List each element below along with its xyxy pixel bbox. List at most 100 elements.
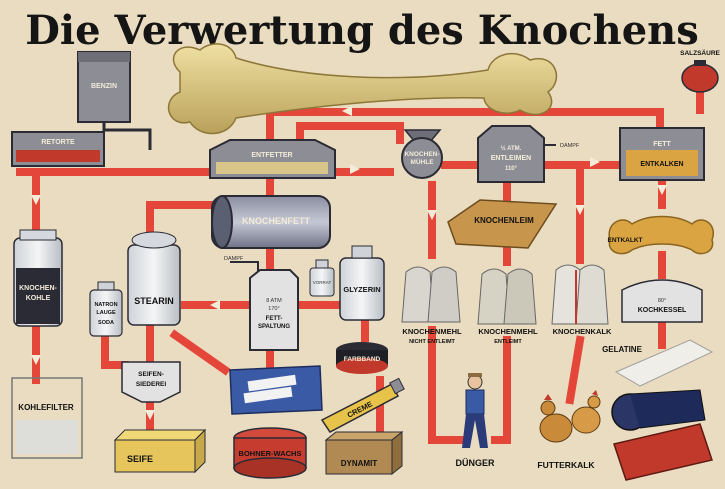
- muehle-label-1: KNOCHEN-: [404, 151, 439, 158]
- pipe-kalk-futterkalk: [565, 335, 585, 405]
- gelatine-sheets: [614, 339, 714, 387]
- arrow-main-2: [590, 157, 600, 167]
- sacks-mehl-nicht-entleimt: [401, 266, 461, 323]
- kochkessel-label-2: KOCHKESSEL: [638, 307, 687, 314]
- seife-label: SEIFE: [127, 454, 153, 464]
- flow-arrows: [31, 106, 667, 420]
- dampf-left-label: DAMPF: [224, 256, 244, 262]
- chickens: [539, 390, 601, 443]
- kochkessel: 80° KOCHKESSEL: [621, 279, 703, 323]
- gelatine-label: GELATINE: [602, 345, 643, 354]
- pipe-mehl2-duenger: [491, 336, 511, 444]
- retorte-oven: RETORTE: [11, 131, 105, 167]
- entkalken-label-1: FETT: [653, 141, 671, 148]
- pipe-top: [266, 108, 664, 146]
- knochenleim-label: KNOCHENLEIM: [474, 216, 534, 225]
- kochkessel-label-1: 80°: [658, 298, 666, 304]
- spaltung-label-4: SPALTUNG: [258, 324, 290, 330]
- pipe-mehl-duenger: [428, 326, 469, 444]
- pipe-stearin-bohnerwachs: [169, 329, 231, 376]
- entkalken-vat: FETT ENTKALKEN: [619, 127, 705, 181]
- knochenmehl1-label-1: KNOCHENMEHL: [402, 327, 462, 336]
- glyzerin-bottle: GLYZERIN: [339, 245, 385, 321]
- spaltung-label-1: 8 ATM: [266, 298, 282, 304]
- dynamit-crate: DYNAMIT: [324, 430, 404, 476]
- entkalken-label-2: ENTKALKEN: [640, 161, 683, 168]
- knochenmehl2-label-1: KNOCHENMEHL: [478, 327, 538, 336]
- arrow-down-mehl: [427, 210, 437, 220]
- benzin-tank: BENZIN: [77, 51, 152, 150]
- knochenleim-sheet: KNOCHENLEIM: [447, 199, 558, 249]
- film-roll: [611, 389, 706, 431]
- knochenfett-tank: KNOCHENFETT: [211, 195, 331, 249]
- vorrat-label: VORRAT: [313, 280, 332, 285]
- bohnerwachs-label: BOHNER-WACHS: [239, 449, 302, 458]
- dynamit-label: DYNAMIT: [341, 459, 378, 468]
- spaltung-label-2: 170°: [268, 306, 279, 312]
- knochenkohle-label-1: KNOCHEN-: [19, 285, 57, 292]
- spaltung-label-3: FETT-: [266, 316, 283, 322]
- natron-label-2: LAUGE: [96, 310, 116, 316]
- farbband-label: FARBBAND: [344, 356, 381, 363]
- arrow-down-entkalkt: [657, 185, 667, 195]
- knochenfett-label: KNOCHENFETT: [242, 216, 310, 226]
- pipe-to-knochenkalk: [576, 161, 624, 264]
- stearin-label: STEARIN: [134, 296, 174, 306]
- knochenkohle-jar: KNOCHEN- KOHLE: [13, 229, 63, 327]
- arrow-down-seife: [145, 410, 155, 420]
- duenger-label: DÜNGER: [455, 458, 495, 468]
- salzsaeure-label: SALZSÄURE: [680, 49, 720, 57]
- arrow-main-1: [350, 164, 360, 174]
- entkalkt-bone: ENTKALKT: [607, 215, 715, 255]
- futterkalk-label: FUTTERKALK: [537, 460, 595, 470]
- poster-title: Die Verwertung des Knochens: [25, 7, 699, 54]
- stearin-jar: STEARIN: [127, 231, 181, 326]
- muehle-label-2: MÜHLE: [410, 157, 434, 166]
- siederei-label-2: SIEDEREI: [136, 381, 167, 388]
- knochenmehl1-label-2: NICHT ENTLEIMT: [409, 339, 455, 345]
- creme-tube: CREME: [320, 377, 405, 433]
- knochenkalk-label: KNOCHENKALK: [553, 327, 612, 336]
- knochenmuehle-machine: KNOCHEN- MÜHLE: [401, 129, 443, 179]
- seifensiederei-kettle: SEIFEN- SIEDEREI: [121, 361, 181, 403]
- arrow-top: [342, 106, 352, 116]
- sacks-knochenkalk: [551, 264, 609, 325]
- bohnerwachs-tin: BOHNER-WACHS: [233, 427, 307, 479]
- sacks-mehl-entleimt: [477, 268, 537, 325]
- siederei-label-1: SEIFEN-: [138, 371, 164, 378]
- arrow-down-filter: [31, 355, 41, 365]
- kohlefilter: KOHLEFILTER: [11, 377, 83, 459]
- fettspaltung-autoclave: 8 ATM 170° FETT- SPALTUNG DAMPF: [224, 256, 299, 351]
- seife-block: SEIFE: [113, 428, 207, 474]
- benzin-label: BENZIN: [91, 83, 117, 90]
- dampf-right-label: DAMPF: [560, 143, 580, 149]
- arrow-down-kalk: [575, 205, 585, 215]
- entleimen-label-2: ENTLEIMEN: [491, 155, 531, 162]
- salzsaeure-flask: SALZSÄURE: [680, 49, 721, 93]
- farmer-figure: [462, 373, 488, 448]
- knochenkohle-label-2: KOHLE: [26, 295, 51, 302]
- entfetter-label: ENTFETTER: [251, 152, 292, 159]
- kerzen-box: [229, 365, 323, 415]
- pipe-top-inner: [296, 122, 404, 146]
- arrow-left-stearin: [210, 300, 220, 310]
- bone-illustration: [167, 43, 558, 135]
- natronlauge-bottle: NATRON LAUGE SODA: [89, 281, 123, 337]
- kohlefilter-label: KOHLEFILTER: [18, 403, 74, 412]
- knochenmehl2-label-2: ENTLEIMT: [494, 339, 522, 345]
- vorrat-bottle: VORRAT: [309, 259, 335, 297]
- natron-label-1: NATRON: [94, 302, 117, 308]
- pipe-natron-siederei: [101, 336, 129, 369]
- farbband-spool: FARBBAND: [336, 342, 388, 374]
- entfetter-machine: ENTFETTER: [209, 139, 336, 179]
- entkalkt-label: ENTKALKT: [607, 237, 642, 244]
- entleimen-autoclave: ½ ATM. ENTLEIMEN 110° DAMPF: [477, 125, 580, 183]
- arrow-down-kohle: [31, 195, 41, 205]
- retorte-label: RETORTE: [41, 139, 75, 146]
- natron-label-3: SODA: [98, 320, 114, 326]
- film-box: [613, 423, 713, 481]
- glyzerin-label: GLYZERIN: [343, 285, 380, 294]
- entleimen-label-1: ½ ATM.: [501, 145, 522, 152]
